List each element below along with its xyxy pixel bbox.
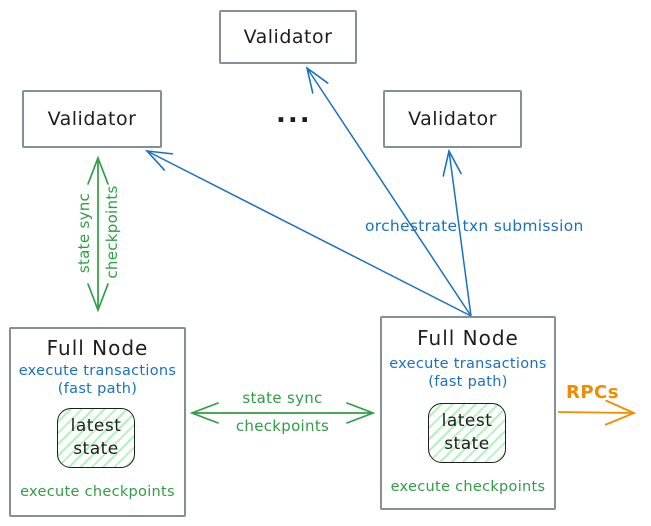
rpcs-arrow bbox=[557, 399, 637, 426]
orchestrate-arrow-to-top-validator bbox=[305, 66, 472, 317]
full-node-right-execute-transactions: execute transactions bbox=[389, 356, 547, 372]
full-node-left-latest-state-box: latest state bbox=[57, 408, 135, 468]
rpcs-label: RPCs bbox=[566, 382, 619, 403]
state-sync-horizontal-label-line1: state sync bbox=[242, 389, 323, 407]
validator-left-label: Validator bbox=[47, 108, 137, 130]
full-node-left-box: Full Node execute transactions (fast pat… bbox=[9, 327, 186, 517]
orchestrate-arrow-to-left-validator bbox=[144, 149, 472, 317]
full-node-right-latest-state-box: latest state bbox=[428, 403, 506, 463]
full-node-right-title: Full Node bbox=[417, 326, 519, 350]
orchestrate-label: orchestrate txn submission bbox=[365, 217, 584, 235]
state-sync-vertical-label-line2: checkpoints bbox=[103, 185, 121, 279]
full-node-right-fast-path: (fast path) bbox=[428, 374, 508, 390]
latest-state-line1: latest bbox=[70, 416, 122, 437]
full-node-left-execute-checkpoints: execute checkpoints bbox=[20, 484, 175, 500]
state-sync-vertical-label-line1: state sync bbox=[75, 192, 93, 274]
latest-state-line2: state bbox=[444, 434, 490, 454]
validators-ellipsis: ... bbox=[276, 99, 312, 129]
validator-box-right: Validator bbox=[383, 90, 522, 148]
latest-state-line2: state bbox=[73, 439, 119, 459]
state-sync-horizontal-label-line2: checkpoints bbox=[235, 417, 330, 435]
full-node-right-execute-checkpoints: execute checkpoints bbox=[390, 479, 546, 495]
validator-box-top: Validator bbox=[219, 10, 357, 64]
validator-top-label: Validator bbox=[243, 26, 333, 48]
validator-right-label: Validator bbox=[408, 108, 497, 130]
validator-box-left: Validator bbox=[22, 90, 162, 148]
orchestrate-arrow-to-right-validator bbox=[442, 148, 472, 317]
latest-state-line1: latest bbox=[441, 411, 493, 432]
full-node-right-box: Full Node execute transactions (fast pat… bbox=[380, 316, 556, 510]
full-node-left-title: Full Node bbox=[46, 336, 149, 360]
full-node-left-execute-transactions: execute transactions bbox=[18, 363, 177, 379]
full-node-left-fast-path: (fast path) bbox=[57, 381, 138, 397]
